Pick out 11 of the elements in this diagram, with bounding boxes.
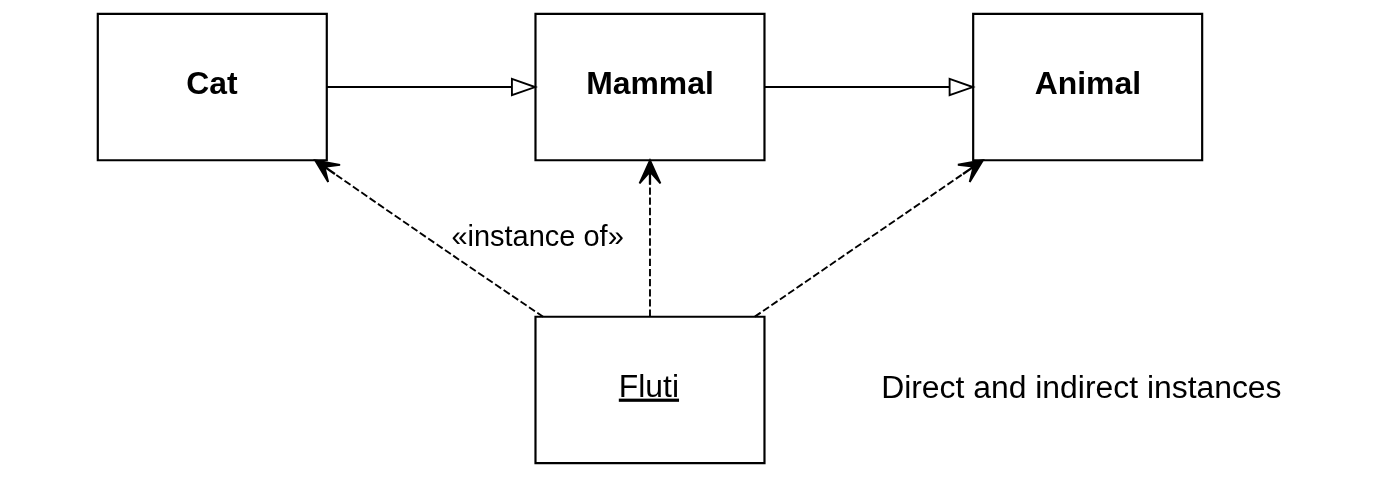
node-box: Mammal: [534, 12, 766, 162]
arrow: [763, 77, 976, 97]
node-box: Animal: [972, 12, 1204, 162]
node-box: Fluti: [534, 315, 766, 465]
arrow: [753, 159, 984, 318]
edge-label: «instance of»: [451, 219, 624, 252]
label: Direct and indirect instances: [881, 369, 1282, 406]
arrow: [638, 159, 662, 318]
arrow: [314, 159, 545, 318]
node-box: Cat: [96, 12, 328, 162]
arrow: [325, 77, 538, 97]
